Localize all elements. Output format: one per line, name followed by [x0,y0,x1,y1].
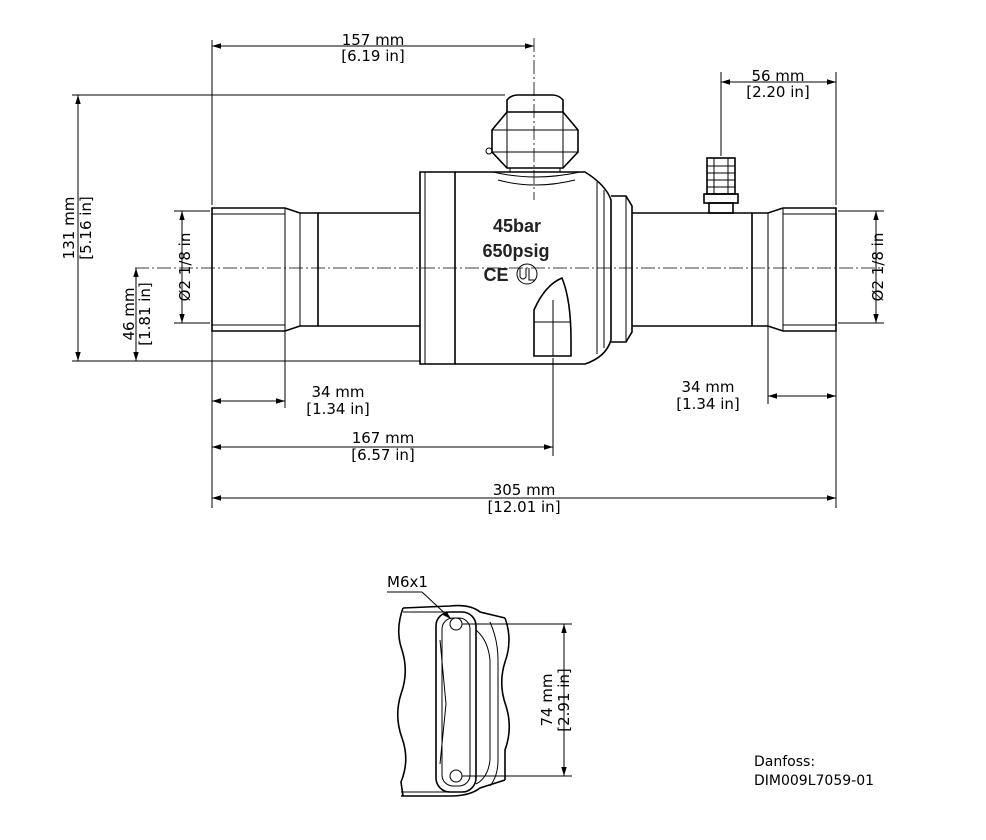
dim-center-height: 46 mm [1.81 in] [120,268,154,361]
valve-body [419,171,633,365]
svg-text:167 mm: 167 mm [352,429,415,447]
svg-text:46 mm: 46 mm [120,287,138,340]
svg-text:[6.57 in]: [6.57 in] [351,446,415,464]
dim-left-diameter: Ø2 1/8 in [174,210,210,324]
svg-text:[6.19 in]: [6.19 in] [341,47,405,65]
thread-callout: M6x1 [387,573,452,620]
right-pipe-socket [751,207,837,332]
dim-total-length: 305 mm [12.01 in] [212,481,836,516]
svg-text:Ø2 1/8 in: Ø2 1/8 in [176,233,194,302]
svg-text:305 mm: 305 mm [493,481,556,499]
svg-text:[1.34 in]: [1.34 in] [676,395,740,413]
dim-right-socket: 34 mm [1.34 in] [676,326,837,508]
mount-hole-bottom [449,769,463,783]
svg-text:[12.01 in]: [12.01 in] [487,498,560,516]
svg-text:[2.91 in]: [2.91 in] [555,668,573,732]
dim-total-height: 131 mm [5.16 in] [60,94,505,362]
svg-text:74 mm: 74 mm [538,673,556,726]
brand-label: Danfoss: [754,754,816,770]
svg-text:[1.34 in]: [1.34 in] [306,400,370,418]
ce-mark: CE [483,265,508,285]
svg-text:34 mm: 34 mm [681,378,734,396]
service-port [703,157,739,214]
svg-text:[1.81 in]: [1.81 in] [136,282,154,346]
valve-handle [533,276,572,357]
left-pipe [318,212,420,327]
stem-cap [485,94,579,172]
mounting-detail-view [396,604,511,797]
svg-text:157 mm: 157 mm [342,31,405,49]
dim-top-width: 157 mm [6.19 in] [211,31,534,205]
mount-hole-top [449,617,463,631]
ul-mark-icon [516,263,538,285]
pressure-psig-marking: 650psig [482,241,549,261]
dim-right-diameter: Ø2 1/8 in [838,210,887,324]
dim-mount-spacing: 74 mm [2.91 in] [462,623,573,777]
svg-text:[2.20 in]: [2.20 in] [746,83,810,101]
svg-text:[5.16 in]: [5.16 in] [77,196,95,260]
svg-text:Ø2 1/8 in: Ø2 1/8 in [869,233,887,302]
dim-half-length: 167 mm [6.57 in] [212,358,554,464]
drawing-id: DIM009L7059-01 [754,773,875,789]
drawing-reference: Danfoss: DIM009L7059-01 [754,753,874,791]
pressure-bar-marking: 45bar [493,216,541,236]
svg-text:34 mm: 34 mm [311,383,364,401]
svg-text:56 mm: 56 mm [751,67,804,85]
right-pipe [632,212,752,327]
svg-text:131 mm: 131 mm [60,197,78,260]
left-pipe-socket [211,207,319,332]
svg-text:M6x1: M6x1 [387,573,428,591]
dim-port-spacing: 56 mm [2.20 in] [720,67,837,205]
dim-left-socket: 34 mm [1.34 in] [211,331,370,508]
